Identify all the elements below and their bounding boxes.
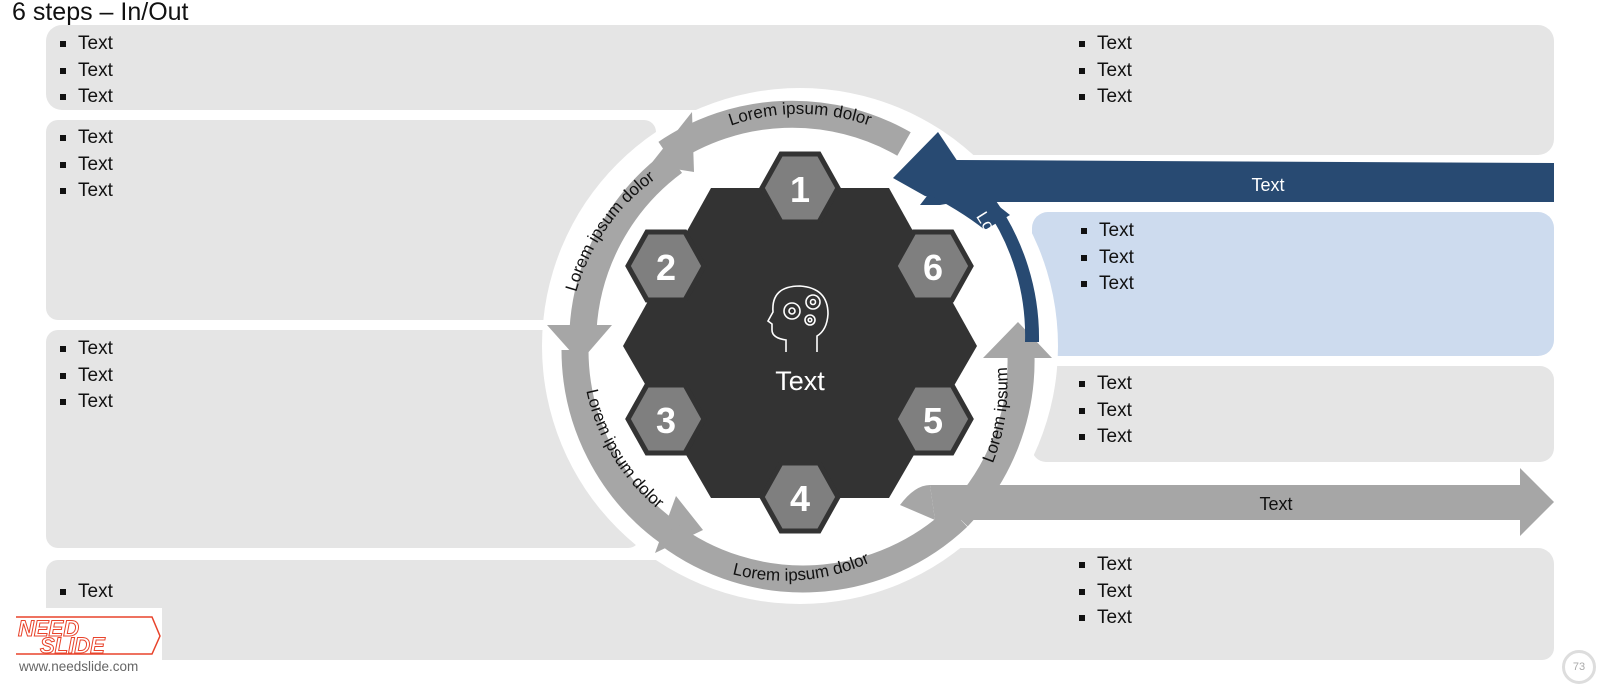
list-item: Text	[1076, 552, 1132, 579]
list-item: Text	[57, 363, 113, 390]
page-number: 73	[1562, 650, 1596, 684]
input-arrow-body	[920, 170, 1010, 230]
list-item: Text	[57, 31, 113, 58]
input-arrow-stem	[920, 160, 1554, 205]
list-item: Text	[1076, 371, 1132, 398]
input-arrow-band	[985, 198, 1040, 342]
svg-text:6: 6	[923, 247, 943, 288]
list-item: Text	[1078, 218, 1134, 245]
list-item: Text	[57, 58, 113, 85]
step-badge-2: 2	[625, 229, 707, 303]
list-item: Text	[1078, 245, 1134, 272]
output-arrow	[900, 468, 1554, 536]
ring-arrows	[547, 100, 1052, 593]
list-item: Text	[57, 152, 113, 179]
bullets-top-left: Text Text Text	[57, 31, 113, 111]
step-badge-3: 3	[625, 382, 707, 456]
bullets-bottom-right: Text Text Text	[1076, 552, 1132, 632]
svg-text:SLIDE: SLIDE	[40, 633, 106, 658]
list-item: Text	[57, 125, 113, 152]
step-badge-6: 6	[892, 229, 974, 303]
bullets-left-2: Text Text Text	[57, 336, 113, 416]
panel-left-2	[46, 330, 640, 548]
list-item: Text	[57, 84, 113, 111]
step-badge-1: 1	[759, 151, 841, 225]
svg-text:5: 5	[923, 400, 943, 441]
svg-text:4: 4	[790, 478, 810, 519]
list-item: Text	[1076, 58, 1132, 85]
list-item: Text	[57, 579, 113, 606]
list-item: Text	[1076, 84, 1132, 111]
list-item: Text	[1076, 31, 1132, 58]
svg-text:2: 2	[656, 247, 676, 288]
center-hexagon	[623, 188, 977, 498]
bullets-right-highlight: Text Text Text	[1078, 218, 1134, 298]
input-arrow	[893, 132, 1554, 342]
needslide-logo: NEED SLIDE	[0, 608, 162, 668]
arc-lower-left-arrow	[561, 349, 677, 543]
list-item: Text	[1076, 424, 1132, 451]
arc-bottom-band	[659, 507, 968, 593]
svg-text:1: 1	[790, 169, 810, 210]
website-url: www.needslide.com	[19, 659, 139, 674]
step-badge-5: 5	[892, 382, 974, 456]
list-item: Text	[57, 178, 113, 205]
bullets-top-right: Text Text Text	[1076, 31, 1132, 111]
panel-right-mid	[1032, 366, 1554, 462]
panel-bottom	[46, 548, 1554, 660]
arc-top-arrow	[658, 100, 911, 165]
panel-top	[46, 25, 1554, 155]
output-arrow-label: Text	[1259, 494, 1292, 514]
step-badge-4: 4	[759, 460, 841, 534]
arc-left-arrow	[569, 151, 683, 331]
arc-lower-right-arrowhead	[983, 322, 1052, 358]
list-item: Text	[1076, 398, 1132, 425]
list-item: Text	[57, 336, 113, 363]
panel-left-1	[46, 120, 656, 320]
list-item: Text	[1076, 579, 1132, 606]
svg-text:3: 3	[656, 400, 676, 441]
bullets-bottom-left: Text	[57, 579, 113, 606]
list-item: Text	[57, 389, 113, 416]
center-label: Text	[775, 366, 825, 396]
bullets-right-mid: Text Text Text	[1076, 371, 1132, 451]
bullets-left-1: Text Text Text	[57, 125, 113, 205]
slide-title: 6 steps – In/Out	[12, 0, 189, 26]
input-arrow-label: Text	[1251, 175, 1284, 195]
svg-text:NEED: NEED	[18, 616, 79, 641]
list-item: Text	[1078, 271, 1134, 298]
arc-left-arrowhead	[547, 325, 612, 362]
list-item: Text	[1076, 605, 1132, 632]
panel-right-highlight	[1032, 212, 1554, 356]
head-gears-icon	[766, 285, 829, 352]
